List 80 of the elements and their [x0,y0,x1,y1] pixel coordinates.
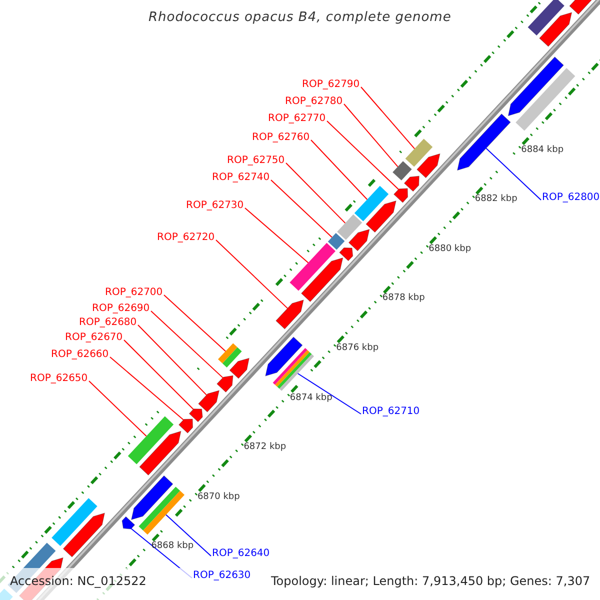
gene-label: ROP_62750 [227,155,285,166]
gene-block [62,512,105,558]
gene-block [265,336,303,376]
leader-line [166,514,212,556]
gene-label: ROP_62730 [186,200,244,212]
gene-block [300,257,344,302]
gene-block [139,430,182,476]
leader-line [297,373,362,414]
gene-label: ROP_62800 [542,192,600,204]
striped-gene-bar [138,486,184,535]
leader-line [310,140,368,200]
title: Rhodococcus opacus B4, complete genome [148,10,452,26]
gene-label: ROP_62670 [65,332,123,344]
gene-label: ROP_62770 [268,113,326,124]
gene-block [122,516,136,530]
gene-bar [516,68,576,131]
leader-line [486,148,542,200]
gene-block [178,418,193,434]
gene-label: ROP_62640 [212,548,270,560]
gene-label: ROP_62660 [51,349,109,360]
leader-line [110,356,184,420]
leader-line [286,162,346,224]
gene-block [188,408,203,422]
leader-line [360,86,416,150]
scale-label: 6868 kbp [151,541,194,552]
gene-bar [354,186,389,222]
gene-block [276,300,304,330]
gene-bar [328,233,345,250]
gene-block [404,176,420,192]
leader-line [164,294,226,352]
gene-bar [392,161,412,180]
leader-line [150,310,224,378]
gene-bar [52,498,98,546]
scale-label: 6872 kbp [244,442,286,452]
gene-label: ROP_62740 [212,172,270,184]
gene-block [416,153,440,178]
leader-line [138,324,208,396]
gene-bar [128,416,174,464]
leader-line [216,240,288,309]
scale-label: 6874 kbp [290,392,332,403]
striped-gene-bar [218,343,242,368]
leader-line [244,208,309,264]
scale-label: 6878 kbp [382,293,425,304]
gene-label: ROP_62760 [252,132,310,144]
gene-label: ROP_62780 [285,96,343,108]
gene-block [393,188,408,203]
gene-label: ROP_62680 [79,317,137,328]
gene-label: ROP_62650 [30,373,88,384]
striped-gene-bar [272,348,314,391]
scale-label: 6884 kbp [521,144,564,156]
gene-block [339,248,354,262]
scale-label: 6880 kbp [428,244,472,254]
gene-block [539,12,572,47]
gene-block [198,390,220,412]
gene-label: ROP_62790 [302,79,360,90]
scale-label: 6876 kbp [336,342,379,354]
leader-line [344,104,398,168]
scale-label: 6882 kbp [474,194,518,205]
gene-block [348,228,370,252]
gene-label: ROP_62720 [157,232,215,244]
leader-line [326,120,399,190]
gene-block [457,114,511,171]
gene-block [131,475,174,520]
leader-line [124,340,194,410]
gene-bar [290,242,336,291]
gene-label: ROP_62710 [362,406,420,418]
gene-block [216,375,234,393]
gene-label: ROP_62690 [92,303,150,314]
gene-label: ROP_62630 [193,570,251,582]
footer-text: Accession: NC_012522 [10,575,146,589]
scale-label: 6870 kbp [197,492,240,502]
gene-block [366,200,396,233]
gene-bar [405,138,433,167]
gene-block [229,358,250,379]
gene-bar [528,0,564,36]
gene-bar [337,214,362,240]
gene-label: ROP_62700 [105,287,163,298]
footer-text: Topology: linear; Length: 7,913,450 bp; Genes: 7,307 [271,575,590,589]
gene-block [508,56,564,116]
leader-line [270,180,332,238]
